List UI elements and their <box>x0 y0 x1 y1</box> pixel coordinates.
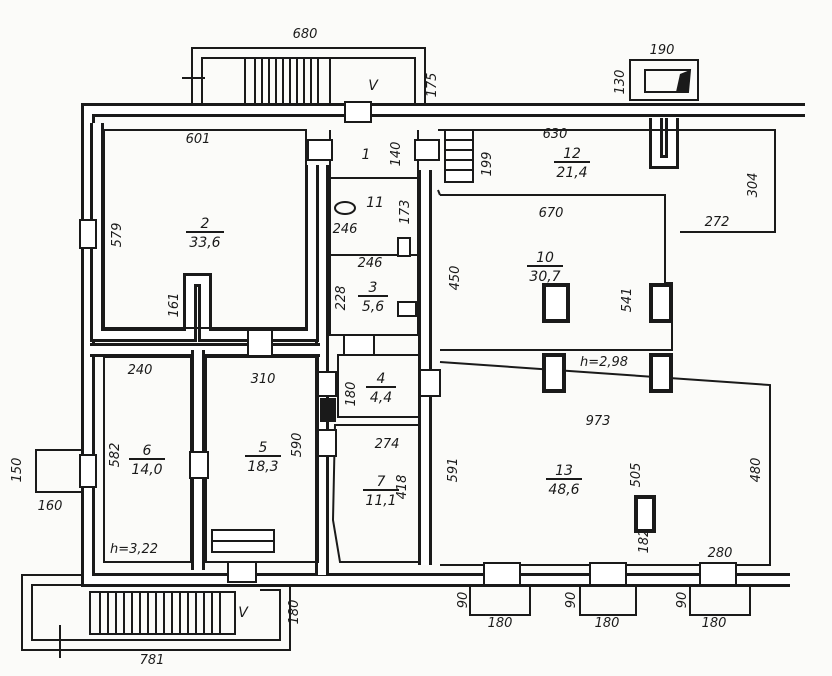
room-number: 10 <box>536 250 554 266</box>
dim-label: 582 <box>108 443 123 468</box>
dim-label: 90 <box>456 592 471 609</box>
dim-label: 280 <box>708 546 733 561</box>
lower-stair-treads <box>99 592 221 634</box>
dim-label: 670 <box>539 206 564 221</box>
dim-label: 180 <box>488 616 513 631</box>
room-number: 6 <box>143 443 152 459</box>
dim-label: 199 <box>480 152 495 177</box>
room-number: 3 <box>369 280 378 296</box>
dim-label: 274 <box>375 437 400 452</box>
room-number: 2 <box>201 216 210 232</box>
openings <box>79 101 751 616</box>
room-area: 33,6 <box>189 235 220 251</box>
dim-label: 630 <box>543 127 568 142</box>
dim-label: 680 <box>293 27 318 42</box>
dim-label: 246 <box>333 222 358 237</box>
dim-label: 272 <box>705 215 730 230</box>
dim-label: 505 <box>629 463 644 488</box>
lower-porch <box>21 574 291 658</box>
dim-label: 781 <box>140 653 165 668</box>
room-area: 18,3 <box>247 459 278 475</box>
dim-label: 601 <box>186 132 211 147</box>
dim-label: 228 <box>334 286 349 311</box>
upper-porch <box>182 47 426 106</box>
dim-label: 541 <box>620 288 635 313</box>
room-number: 7 <box>377 474 386 490</box>
dim-label: 140 <box>389 142 404 167</box>
room-number: 12 <box>563 146 581 162</box>
exterior-walls <box>81 103 805 587</box>
dim-label: 150 <box>10 458 25 483</box>
room-area: 21,4 <box>556 165 587 181</box>
room-area: 4,4 <box>370 390 392 406</box>
dim-label: 173 <box>398 200 413 225</box>
room-number: 1 <box>362 147 371 163</box>
dim-label: 304 <box>746 173 761 198</box>
room-number: 11 <box>366 195 384 211</box>
dim-label: 591 <box>446 458 461 483</box>
dim-label: 180 <box>702 616 727 631</box>
entrance-marker-bottom: V <box>238 605 249 621</box>
room-labels: 1 2 33,6 3 5,6 4 4,4 5 18,3 6 14,0 7 11,… <box>129 146 590 509</box>
dim-label: 90 <box>675 592 690 609</box>
columns <box>542 283 673 533</box>
dim-label: 180 <box>287 600 302 625</box>
dim-label: 590 <box>290 433 305 458</box>
dim-label: 161 <box>167 293 182 318</box>
dim-label: 175 <box>425 73 440 98</box>
room-area: 11,1 <box>365 493 396 509</box>
ceiling-height-right: h=2,98 <box>580 355 628 370</box>
left-porch <box>35 449 82 493</box>
dim-label: 310 <box>251 372 276 387</box>
dim-label: 973 <box>586 414 611 429</box>
dim-label: 480 <box>749 458 764 483</box>
upper-stair-treads <box>254 58 319 105</box>
room-area: 48,6 <box>548 482 579 498</box>
room-number: 4 <box>377 371 386 387</box>
room-number: 13 <box>555 463 573 479</box>
dim-label: 182 <box>637 529 652 554</box>
dim-label: 579 <box>110 223 125 248</box>
room-area: 5,6 <box>362 299 384 315</box>
dim-label: 180 <box>344 382 359 407</box>
markers: V V h=3,22 h=2,98 <box>110 78 628 621</box>
dimension-labels: 680 175 190 130 601 630 140 199 304 579 … <box>10 27 764 668</box>
vent-box <box>629 59 699 101</box>
entrance-marker-top: V <box>368 78 379 94</box>
dim-label: 450 <box>448 266 463 291</box>
room-number: 5 <box>259 440 268 456</box>
room-area: 30,7 <box>529 269 560 285</box>
ceiling-height-left: h=3,22 <box>110 542 158 557</box>
dim-label: 240 <box>128 363 153 378</box>
dim-label: 90 <box>564 592 579 609</box>
dim-label: 180 <box>595 616 620 631</box>
dim-label: 418 <box>395 475 410 500</box>
dim-label: 130 <box>613 70 628 95</box>
dim-label: 160 <box>38 499 63 514</box>
dim-label: 190 <box>650 43 675 58</box>
room-area: 14,0 <box>131 462 162 478</box>
dim-label: 246 <box>358 256 383 271</box>
